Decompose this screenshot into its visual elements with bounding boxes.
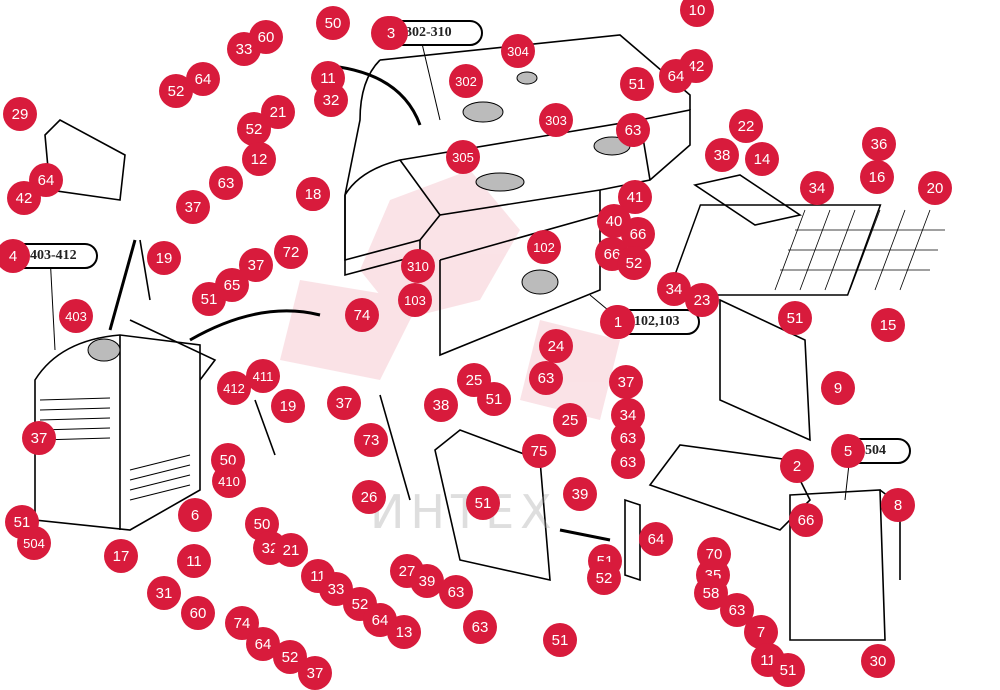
assembly-ref: 504 [865, 443, 886, 458]
callout-412[interactable]: 412 [217, 371, 251, 405]
callout-50[interactable]: 50 [316, 6, 350, 40]
callout-39[interactable]: 39 [563, 477, 597, 511]
callout-38[interactable]: 38 [705, 138, 739, 172]
callout-23[interactable]: 23 [685, 283, 719, 317]
callout-37[interactable]: 37 [298, 656, 332, 690]
callout-504[interactable]: 504 [17, 526, 51, 560]
callout-37[interactable]: 37 [239, 248, 273, 282]
callout-18[interactable]: 18 [296, 177, 330, 211]
callout-65[interactable]: 65 [215, 268, 249, 302]
callout-33[interactable]: 33 [227, 32, 261, 66]
callout-60[interactable]: 60 [181, 596, 215, 630]
callout-31[interactable]: 31 [147, 576, 181, 610]
callout-24[interactable]: 24 [539, 329, 573, 363]
callout-15[interactable]: 15 [871, 308, 905, 342]
callout-1[interactable]: 1 [601, 305, 635, 339]
assembly-label-5[interactable]: 5 504 [831, 434, 911, 468]
callout-64[interactable]: 64 [659, 59, 693, 93]
callout-42[interactable]: 42 [7, 181, 41, 215]
callout-11[interactable]: 11 [177, 544, 211, 578]
callout-2[interactable]: 2 [780, 449, 814, 483]
callout-37[interactable]: 37 [176, 190, 210, 224]
callout-51[interactable]: 51 [778, 301, 812, 335]
callout-14[interactable]: 14 [745, 142, 779, 176]
callout-3[interactable]: 3 [374, 16, 408, 50]
callout-73[interactable]: 73 [354, 423, 388, 457]
seal-302 [462, 101, 504, 123]
watermark-text: ИНТЕХ [370, 485, 558, 539]
callout-411[interactable]: 411 [246, 359, 280, 393]
callout-21[interactable]: 21 [274, 533, 308, 567]
callout-63[interactable]: 63 [611, 445, 645, 479]
callout-30[interactable]: 30 [861, 644, 895, 678]
callout-38[interactable]: 38 [424, 388, 458, 422]
callout-64[interactable]: 64 [363, 603, 397, 637]
callout-102[interactable]: 102 [527, 230, 561, 264]
callout-52[interactable]: 52 [237, 112, 271, 146]
callout-310[interactable]: 310 [401, 249, 435, 283]
callout-12[interactable]: 12 [242, 142, 276, 176]
callout-20[interactable]: 20 [918, 171, 952, 205]
callout-72[interactable]: 72 [274, 235, 308, 269]
callout-51[interactable]: 51 [543, 623, 577, 657]
callout-302[interactable]: 302 [449, 64, 483, 98]
callout-74[interactable]: 74 [345, 298, 379, 332]
callout-66[interactable]: 66 [621, 217, 655, 251]
callout-number: 5 [831, 434, 865, 468]
callout-410[interactable]: 410 [212, 464, 246, 498]
assembly-ref: 403-412 [30, 248, 77, 263]
callout-37[interactable]: 37 [327, 386, 361, 420]
callout-403[interactable]: 403 [59, 299, 93, 333]
callout-22[interactable]: 22 [729, 109, 763, 143]
callout-13[interactable]: 13 [387, 615, 421, 649]
callout-25[interactable]: 25 [553, 403, 587, 437]
callout-75[interactable]: 75 [522, 434, 556, 468]
callout-37[interactable]: 37 [22, 421, 56, 455]
callout-51[interactable]: 51 [477, 382, 511, 416]
callout-9[interactable]: 9 [821, 371, 855, 405]
callout-66[interactable]: 66 [789, 503, 823, 537]
callout-63[interactable]: 63 [616, 113, 650, 147]
assembly-ref: 302-310 [405, 25, 452, 40]
callout-305[interactable]: 305 [446, 140, 480, 174]
callout-37[interactable]: 37 [609, 365, 643, 399]
callout-304[interactable]: 304 [501, 34, 535, 68]
callout-8[interactable]: 8 [881, 488, 915, 522]
callout-32[interactable]: 32 [314, 83, 348, 117]
callout-26[interactable]: 26 [352, 480, 386, 514]
callout-64[interactable]: 64 [186, 62, 220, 96]
callout-64[interactable]: 64 [639, 522, 673, 556]
callout-19[interactable]: 19 [147, 241, 181, 275]
logo-watermark [280, 170, 620, 420]
callout-16[interactable]: 16 [860, 160, 894, 194]
assembly-ref: 102,103 [634, 314, 680, 329]
callout-51[interactable]: 51 [771, 653, 805, 687]
callout-63[interactable]: 63 [529, 361, 563, 395]
callout-number: 4 [0, 239, 30, 273]
callout-63[interactable]: 63 [463, 610, 497, 644]
callout-51[interactable]: 51 [466, 486, 500, 520]
callout-52[interactable]: 52 [587, 561, 621, 595]
callout-6[interactable]: 6 [178, 498, 212, 532]
assembly-label-4[interactable]: 4 403-412 [0, 239, 98, 273]
callout-39[interactable]: 39 [410, 564, 444, 598]
callout-63[interactable]: 63 [209, 166, 243, 200]
callout-63[interactable]: 63 [439, 575, 473, 609]
callout-52[interactable]: 52 [617, 246, 651, 280]
callout-63[interactable]: 63 [720, 593, 754, 627]
callout-36[interactable]: 36 [862, 127, 896, 161]
callout-10[interactable]: 10 [680, 0, 714, 27]
callout-29[interactable]: 29 [3, 97, 37, 131]
callout-51[interactable]: 51 [620, 67, 654, 101]
callout-103[interactable]: 103 [398, 283, 432, 317]
callout-19[interactable]: 19 [271, 389, 305, 423]
callout-34[interactable]: 34 [800, 171, 834, 205]
callout-303[interactable]: 303 [539, 103, 573, 137]
callout-17[interactable]: 17 [104, 539, 138, 573]
